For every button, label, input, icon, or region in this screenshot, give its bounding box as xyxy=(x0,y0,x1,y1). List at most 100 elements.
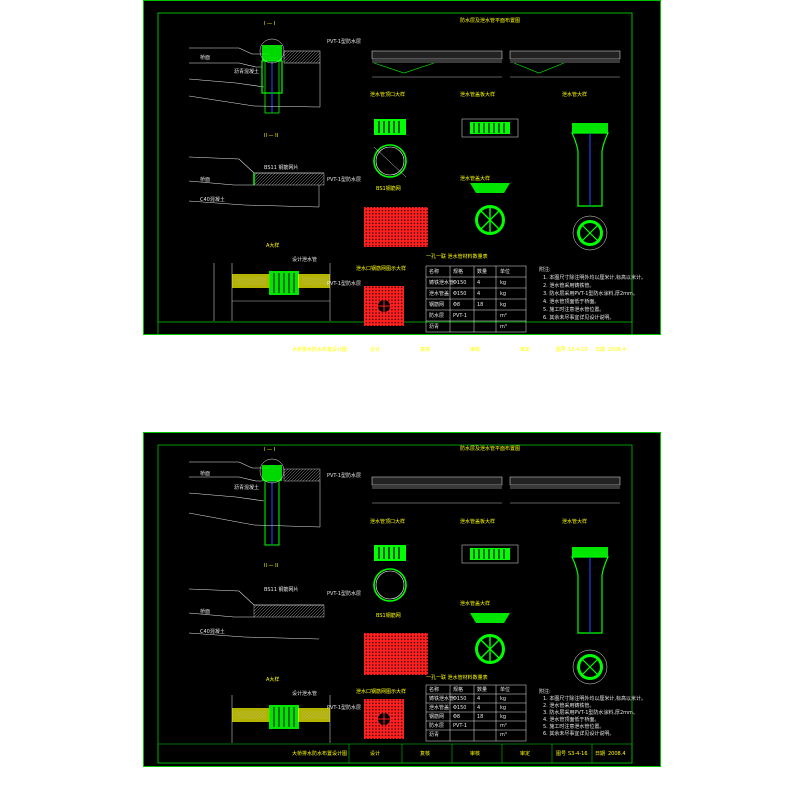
review-cell: 复核 xyxy=(420,751,431,757)
mesh-title: BS1钢筋网 xyxy=(376,186,401,192)
section-1-1-drawing xyxy=(188,458,321,546)
table-cell: 名称 xyxy=(429,687,440,693)
table-cell: 泄水管盖 xyxy=(429,291,450,297)
drain-tag: 设计泄水管 xyxy=(292,257,318,263)
pvc-tag-3: PVT-1型防水层 xyxy=(327,281,362,287)
note-line: 6. 其余未尽事宜详见设计说明。 xyxy=(543,731,615,737)
bs-tag: BS11 钢筋网片 xyxy=(264,165,299,171)
band-title: 防水层及泄水管平面布置图 xyxy=(460,446,521,452)
band-title: 防水层及泄水管平面布置图 xyxy=(460,18,521,24)
table-cell: Φ150 xyxy=(453,291,467,297)
deck-tag-2: 桥面 xyxy=(200,177,211,183)
section-1-label: I — I xyxy=(264,21,276,27)
pipe-top-title: 泄水管顶口大样 xyxy=(370,519,406,525)
table-cell: Φ150 xyxy=(453,696,467,702)
detail-a-drawing xyxy=(231,695,331,743)
table-cell: PVT-1 xyxy=(453,723,468,729)
note-line: 5. 施工时注意泄水管位置。 xyxy=(543,724,605,730)
notes-title: 附注: xyxy=(539,267,551,273)
note-line: 4. 泄水管顶面低于桥面。 xyxy=(543,717,600,723)
table-cell: 4 xyxy=(477,696,481,702)
design-cell: 设计 xyxy=(370,751,381,757)
drawing-sheet-top: I — I II — II A大样 防水层及泄水管平面布置图 泄水管顶口大样 泄… xyxy=(143,0,661,353)
notes-title: 附注: xyxy=(539,689,551,695)
table-cell: 钢筋网 xyxy=(429,302,445,308)
check-cell: 审核 xyxy=(470,347,481,353)
note-line: 4. 泄水管顶面低于桥面。 xyxy=(543,299,600,305)
section-2-2-drawing xyxy=(188,156,325,208)
table-cell: 铸铁泄水管 xyxy=(429,280,455,286)
drawing-sheet-bottom: I — I II — II A大样 防水层及泄水管平面布置图 泄水管顶口大样 泄… xyxy=(143,432,661,767)
table-cell: 18 xyxy=(477,302,484,308)
mesh-hole-detail xyxy=(364,699,404,739)
pipe-body-title: 泄水管大样 xyxy=(562,519,588,525)
note-line: 2. 泄水管采用铸铁管。 xyxy=(543,283,595,289)
table-cell: 规格 xyxy=(453,269,464,275)
pipe-cap-title: 泄水管盖大样 xyxy=(460,176,491,182)
review-cell: 复核 xyxy=(420,347,431,353)
table-cell: 数量 xyxy=(477,269,488,275)
pipe-cap-detail xyxy=(461,544,519,664)
pvc-tag-2: PVT-1型防水层 xyxy=(327,591,362,597)
table-cell: 防水层 xyxy=(429,313,445,319)
pvc-tag-3: PVT-1型防水层 xyxy=(327,705,362,711)
material-table-grid xyxy=(425,265,527,333)
date-label: 日期 xyxy=(595,347,606,353)
bs-tag: BS11 钢筋网片 xyxy=(264,587,299,593)
note-line: 1. 本图尺寸除注明外均以厘米计,标高以米计。 xyxy=(543,275,646,281)
table-cell: 规格 xyxy=(453,687,464,693)
approve-cell: 审定 xyxy=(520,751,531,757)
asph-tag: 沥青混凝土 xyxy=(234,69,260,75)
date: 2008.4 xyxy=(608,751,626,757)
section-1-label: I — I xyxy=(264,447,276,453)
note-line: 3. 防水层采用PVT-1型防水涂料,厚2mm。 xyxy=(543,291,638,297)
table-cell: Φ8 xyxy=(453,714,461,720)
table-cell: kg xyxy=(500,280,507,286)
detail-a-drawing xyxy=(213,263,331,321)
table-cell: PVT-1 xyxy=(453,313,468,319)
table-cell: 泄水管盖 xyxy=(429,705,450,711)
table-cell: m² xyxy=(500,723,507,729)
pvc-tag: PVT-1型防水层 xyxy=(327,473,362,479)
table-cell: kg xyxy=(500,302,507,308)
table-title: 一孔一联 泄水管材料数量表 xyxy=(426,675,488,681)
pvc-tag: PVT-1型防水层 xyxy=(327,39,362,45)
bs1-mesh xyxy=(364,633,428,675)
asph-tag: 沥青混凝土 xyxy=(234,485,260,491)
table-cell: 名称 xyxy=(429,269,440,275)
note-line: 5. 施工时注意泄水管位置。 xyxy=(543,307,605,313)
drawing-name: 大桥排水防水布置设计图 xyxy=(292,751,348,757)
conc-tag: C40混凝土 xyxy=(200,197,225,203)
pipe-cap-detail xyxy=(461,118,519,235)
material-table-grid xyxy=(425,684,527,742)
conc-tag: C40混凝土 xyxy=(200,629,225,635)
section-1-1-drawing xyxy=(188,38,321,114)
table-cell: m³ xyxy=(500,324,507,330)
grate-title: 泄水管盖板大样 xyxy=(460,92,496,98)
deck-tag: 桥面 xyxy=(200,55,211,61)
sheet-graphics xyxy=(157,444,633,764)
table-cell: 铸铁泄水管 xyxy=(429,696,455,702)
note-line: 1. 本图尺寸除注明外均以厘米计,标高以米计。 xyxy=(543,696,646,702)
note-line: 6. 其余未尽事宜详见设计说明。 xyxy=(543,315,615,321)
table-cell: 单位 xyxy=(500,269,511,275)
note-line: 3. 防水层采用PVT-1型防水涂料,厚2mm。 xyxy=(543,710,638,716)
table-cell: 4 xyxy=(477,705,481,711)
table-cell: m² xyxy=(500,313,507,319)
pipe-cap-title: 泄水管盖大样 xyxy=(460,601,491,607)
approve-cell: 审定 xyxy=(520,347,531,353)
table-cell: 单位 xyxy=(500,687,511,693)
bs1-mesh xyxy=(364,207,428,247)
check-cell: 审核 xyxy=(470,751,481,757)
deck-band-plan xyxy=(371,476,621,504)
detail-a-label: A大样 xyxy=(266,243,280,249)
table-cell: 数量 xyxy=(477,687,488,693)
pipe-top-detail xyxy=(373,119,407,178)
pipe-body-title: 泄水管大样 xyxy=(562,92,588,98)
table-cell: Φ8 xyxy=(453,302,461,308)
table-cell: Φ150 xyxy=(453,280,467,286)
table-cell: 防水层 xyxy=(429,723,445,729)
table-cell: 4 xyxy=(477,280,481,286)
detail-a-label: A大样 xyxy=(266,677,280,683)
